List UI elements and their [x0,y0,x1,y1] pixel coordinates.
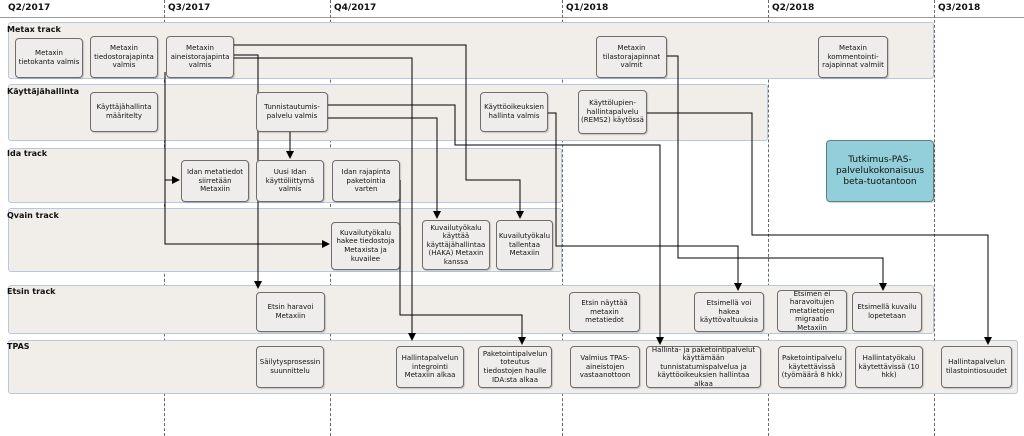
connector [328,117,441,219]
milestone-box: Metaxin kommentointi-rajapinnat valmiit [818,36,888,78]
quarter-label: Q2/2017 [8,3,51,13]
milestone-box: Käyttölupien-hallintapalvelu (REMS2) käy… [578,90,647,134]
milestone-box: Käyttöoikeuksien hallinta valmis [480,92,548,132]
track-label: TPAS [7,342,30,351]
connector [667,55,887,291]
quarter-label: Q2/2018 [772,3,815,13]
milestone-box: Tunnistautumis-palvelu valmis [256,92,328,132]
milestone-box: Kuvailutyökalu käyttää käyttäjähallintaa… [422,220,490,270]
connector [647,112,992,345]
milestone-box: Metaxin tietokanta valmis [15,38,83,78]
milestone-box: Uusi Idan käyttöliittymä valmis [256,160,324,202]
milestone-box: Etsimellä voi hakea käyttövaltuuksia [694,292,764,332]
track-label: Qvain track [7,211,59,220]
milestone-box: Idan metatiedot siirretään Metaxiin [181,160,249,202]
milestone-box: Hallintapalvelun integrointi Metaxiin al… [396,346,464,388]
milestone-box: Metaxin tilastorajapinnat valmit [596,36,667,78]
quarter-label: Q3/2017 [168,3,211,13]
quarter-divider [934,0,935,436]
quarter-divider [768,0,769,436]
milestone-box: Hallintapalvelun tilastointiosuudet [941,346,1012,388]
milestone-box: Metaxin aineistorajapinta valmis [166,36,234,78]
quarter-label: Q4/2017 [334,3,377,13]
connector [234,57,416,341]
track-label: Etsin track [7,287,56,296]
milestone-box: Metaxin tiedostorajapinta valmis [90,36,158,78]
goal-box: Tutkimus-PAS-palvelukokonaisuus beta-tuo… [826,140,934,202]
milestone-box: Paketointipalvelu käytettävissä (työmäär… [778,346,846,388]
lane-metax [8,22,934,79]
milestone-box: Etsimellä kuvailu lopetetaan [852,292,922,332]
quarter-divider [562,0,563,436]
milestone-box: Hallintatyökalu käytettävissä (10 hkk) [855,346,923,388]
milestone-box: Käyttäjähallinta määritelty [90,92,158,132]
connector [234,44,524,219]
connector [164,180,330,248]
milestone-box: Etsin näyttää metaxin metatiedot [569,292,640,332]
milestone-box: Kuvailutyökalu hakee tiedostoja Metaxist… [331,222,400,270]
milestone-box: Hallinta- ja paketointipalvelut käyttämä… [646,346,761,388]
track-label: Käyttäjähallinta [7,87,79,96]
track-label: Metax track [7,25,61,34]
connector [399,180,526,345]
milestone-box: Etsin haravoi Metaxiin [256,292,325,332]
milestone-box: Etsimen ei haravoitujen metatietojen mig… [777,290,847,332]
track-label: Ida track [7,149,48,158]
milestone-box: Idan rajapinta paketointia varten [332,160,400,202]
milestone-box: Paketointipalvelun toteutus tiedostojen … [478,346,552,388]
connector [164,72,180,184]
header-divider [0,17,1024,18]
connector [548,112,742,291]
milestone-box: Valmius TPAS-aineistojen vastaanottoon [570,346,640,388]
milestone-box: Kuvailutyökalu tallentaa Metaxiin [496,220,553,270]
quarter-label: Q1/2018 [566,3,609,13]
connector [328,104,664,345]
milestone-box: Säilytysprosessin suunnittelu [256,346,324,388]
quarter-label: Q3/2018 [938,3,981,13]
